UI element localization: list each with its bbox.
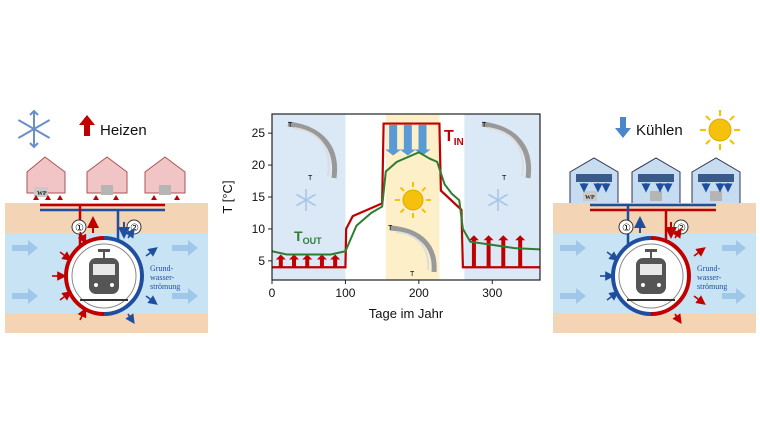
inset-tin-label-2: T <box>482 122 487 129</box>
y-tick-label: 5 <box>258 254 265 268</box>
groundwater-flow-arrows <box>12 240 198 304</box>
heat-extraction-arrow <box>302 254 313 268</box>
circuit-1-label-right: ① <box>622 223 631 234</box>
groundwater-label-line3: strömung <box>150 282 180 291</box>
groundwater-label-right-line3: strömung <box>697 282 727 291</box>
groundwater-flow-arrows-right <box>560 240 746 304</box>
soil-layer-right <box>553 203 756 233</box>
x-tick-label: 300 <box>482 286 502 300</box>
cooling-title: Kühlen <box>636 122 683 139</box>
series-line-t_out <box>271 151 541 256</box>
heating-title: Heizen <box>100 122 147 139</box>
soil-layer-bottom-right <box>553 313 756 333</box>
y-tick-label: 20 <box>252 158 266 172</box>
y-tick-label: 10 <box>252 222 266 236</box>
x-tick-label: 100 <box>335 286 355 300</box>
y-tick-label: 25 <box>252 126 266 140</box>
heat-extraction-arrow <box>289 254 300 268</box>
heat-extraction-arrow <box>316 254 327 268</box>
snowflake-icon-chart-right <box>488 189 508 211</box>
t-in-label: TIN <box>444 128 464 148</box>
heating-arrow-icon <box>79 115 95 136</box>
groundwater-label-line2: wasser- <box>150 273 175 282</box>
soil-layer-bottom <box>5 313 208 333</box>
cooling-panel: Kühlen WP <box>553 110 756 333</box>
inset-winter-left: T T <box>287 121 338 182</box>
inset-winter-right: T T <box>481 121 532 182</box>
cooling-arrow-icon <box>615 117 631 138</box>
x-axis-label: Tage im Jahr <box>369 306 444 321</box>
train-icon-right <box>627 249 675 301</box>
inset-tout-label-2: T <box>502 175 507 182</box>
heat-extraction-arrow <box>275 254 286 268</box>
y-tick-label: 15 <box>252 190 266 204</box>
groundwater-label-right-line2: wasser- <box>697 273 722 282</box>
heat-pump-label: WP <box>37 191 47 197</box>
groundwater-label-line1: Grund- <box>150 264 173 273</box>
snowflake-icon <box>17 109 51 149</box>
heat-extraction-arrow <box>483 235 494 268</box>
inset-summer: T T <box>388 225 437 278</box>
heated-houses: WP <box>26 156 186 200</box>
inset-tout-label-3: T <box>410 271 415 278</box>
inset-tin-label-3: T <box>388 225 393 232</box>
soil-layer <box>5 203 208 233</box>
inset-tin-label: T <box>288 122 293 129</box>
heat-extraction-arrow <box>468 235 479 268</box>
heat-injection-arrow <box>414 124 431 156</box>
sun-icon-chart <box>395 182 431 218</box>
x-tick-label: 0 <box>269 286 276 300</box>
groundwater-label-right-line1: Grund- <box>697 264 720 273</box>
temperature-chart: 0 100 200 300 5 10 15 20 25 T T T T T T <box>220 113 541 321</box>
season-band-winter <box>272 114 346 280</box>
inset-tout-label: T <box>308 175 313 182</box>
heat-extraction-arrow <box>515 235 526 268</box>
heat-pump-label-cooling: WP <box>585 195 595 201</box>
tunnel-right <box>600 228 706 324</box>
cooled-houses: WP <box>569 157 741 205</box>
circuit-1-label: ① <box>75 223 84 234</box>
heating-panel: Heizen WP <box>5 109 208 333</box>
train-icon <box>80 249 128 301</box>
heat-injection-arrow <box>399 124 416 156</box>
tunnel <box>52 228 158 324</box>
heat-injection-arrow <box>385 124 402 156</box>
heat-extraction-arrow <box>498 235 509 268</box>
sun-icon <box>700 110 740 150</box>
heat-extraction-arrow <box>330 254 341 268</box>
t-out-label: TOUT <box>294 228 322 246</box>
y-axis-label: T [°C] <box>220 180 235 213</box>
snowflake-icon-chart-left <box>296 189 316 211</box>
x-tick-label: 200 <box>409 286 429 300</box>
